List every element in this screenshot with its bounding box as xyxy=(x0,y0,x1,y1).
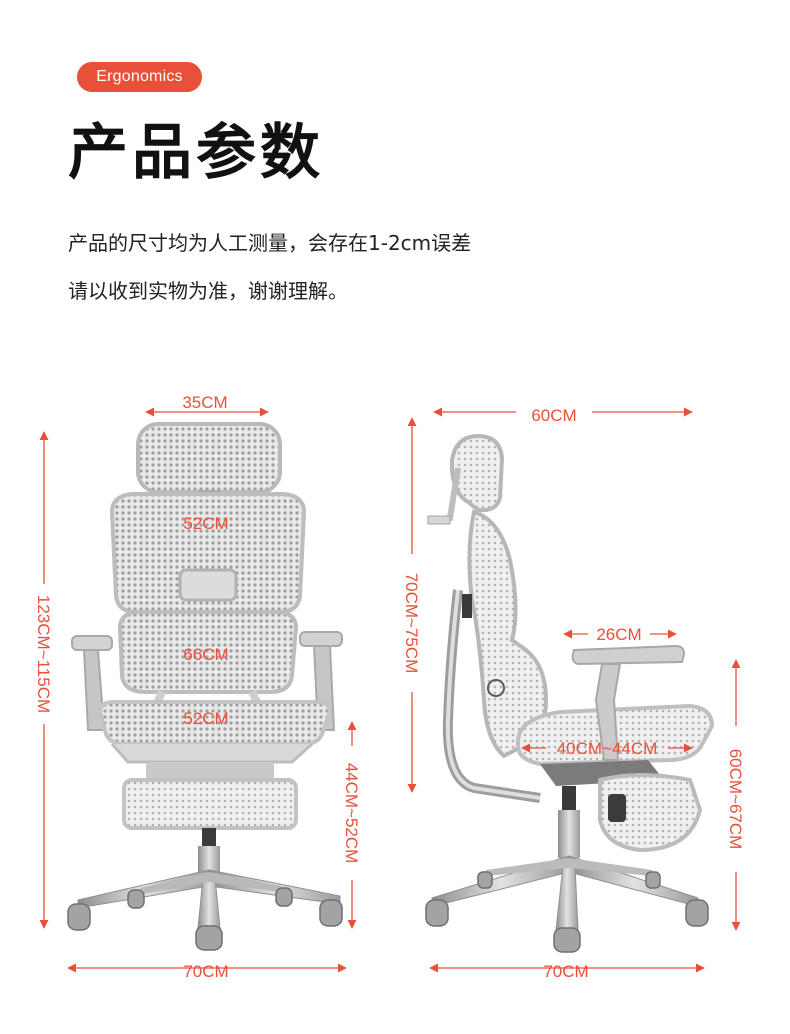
side-total-depth-label: 60CM xyxy=(531,406,576,425)
front-total-height-label: 123CM~115CM xyxy=(34,595,53,713)
side-armrest-height-label: 60CM~67CM xyxy=(726,749,745,850)
front-headrest-width-label: 35CM xyxy=(182,393,227,412)
front-backrest-width-label: 52CM xyxy=(183,514,228,533)
front-base-width-label: 70CM xyxy=(183,962,228,981)
side-armrest-length-label: 26CM xyxy=(596,625,641,644)
side-back-height-label: 70CM~75CM xyxy=(402,573,421,674)
front-seat-height-label: 44CM~52CM xyxy=(342,763,361,864)
front-armrest-span-label: 66CM xyxy=(183,645,228,664)
front-seat-width-label: 52CM xyxy=(183,709,228,728)
description-line-1: 产品的尺寸均为人工测量，会存在1-2cm误差 xyxy=(68,231,472,255)
dimension-lines xyxy=(39,407,741,973)
side-seat-depth-label: 40CM~44CM xyxy=(557,739,658,758)
page-title: 产品参数 xyxy=(68,118,324,188)
side-base-width-label: 70CM xyxy=(543,962,588,981)
ergonomics-badge: Ergonomics xyxy=(77,62,202,92)
description-line-2: 请以收到实物为准，谢谢理解。 xyxy=(68,279,348,303)
front-chair-illustration xyxy=(67,422,343,951)
side-chair-illustration xyxy=(425,433,715,953)
